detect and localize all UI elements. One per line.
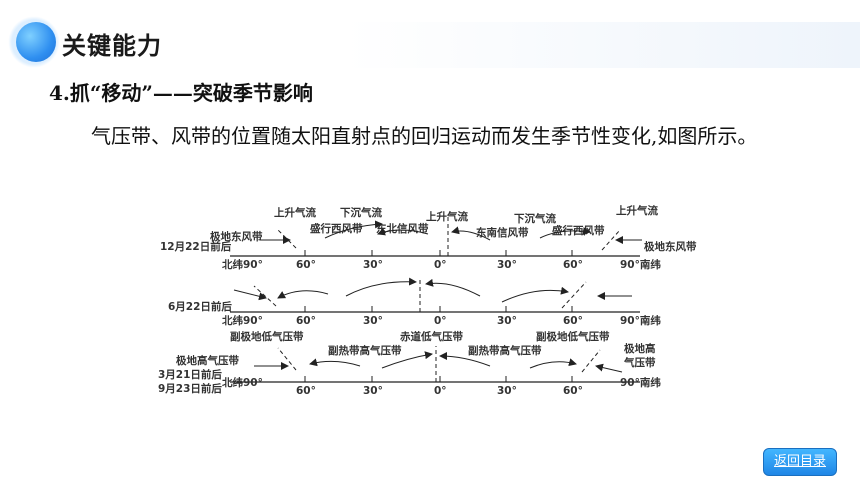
label-polar-high-left: 极地高气压带 (176, 354, 239, 367)
wind-arrow (425, 278, 481, 297)
date-label: 6月22日前后 (168, 300, 232, 313)
tick-label: 60° (296, 315, 316, 327)
label-rise-center: 上升气流 (426, 210, 468, 223)
front-dashed (277, 347, 297, 371)
date-label-2: 9月23日前后 (158, 382, 222, 395)
tick-label: 北纬90° (222, 314, 263, 327)
section-badge-icon (16, 22, 56, 62)
label-polar-east-right: 极地东风带 (644, 240, 697, 253)
label-polar-high-right-2: 气压带 (623, 356, 656, 369)
label-ne-trade: 东北信风带 (376, 222, 429, 235)
point-title: 4.抓“移动”——突破季节影响 (49, 81, 313, 105)
label-subtrop-high-right: 副热带高气压带 (468, 344, 542, 357)
tick-label: 30° (497, 315, 517, 327)
tick-label: 60° (563, 315, 583, 327)
tick-label: 60° (296, 385, 316, 397)
label-equatorial-low: 赤道低气压带 (400, 330, 463, 343)
tick-label: 60° (563, 259, 583, 271)
tick-label: 30° (497, 259, 517, 271)
wind-arrow (377, 227, 429, 236)
front-dashed (601, 229, 621, 251)
tick-label: 30° (363, 259, 383, 271)
row-equinox: 3月21日前后 9月23日前后 北纬90° 60° 30° 0° 30° 60°… (158, 330, 661, 397)
wind-arrow (439, 352, 491, 367)
tick-label: 30° (363, 315, 383, 327)
tick-label: 90°南纬 (620, 376, 661, 389)
date-label-1: 3月21日前后 (158, 368, 222, 381)
tick-label: 北纬90° (222, 258, 263, 271)
tick-label: 0° (434, 259, 447, 271)
wind-arrow (381, 351, 433, 369)
row-june: 6月22日前后 北纬90° 60° 30° 0° 30° 60° 90°南纬 (168, 277, 661, 327)
section-title: 关键能力 (62, 32, 162, 60)
wind-arrow (451, 226, 491, 241)
wind-arrow (345, 277, 417, 297)
label-sink-left: 下沉气流 (340, 206, 382, 219)
tick-label: 0° (434, 385, 447, 397)
row-december: 12月22日前后 北纬90° 60° 30° 0° 30° 60° 90°南纬 … (160, 204, 697, 271)
label-subtrop-high-left: 副热带高气压带 (328, 344, 402, 357)
tick-label: 90°南纬 (620, 258, 661, 271)
label-subpolar-low-left: 副极地低气压带 (230, 330, 304, 343)
label-polar-east-left: 极地东风带 (210, 230, 263, 243)
tick-label: 60° (296, 259, 316, 271)
label-subpolar-low-right: 副极地低气压带 (536, 330, 610, 343)
tick-label: 30° (497, 385, 517, 397)
back-to-contents-button[interactable]: 返回目录 (763, 448, 837, 476)
header-band (0, 22, 860, 68)
wind-arrow (277, 290, 329, 299)
front-dashed (561, 281, 587, 309)
tick-label: 60° (563, 385, 583, 397)
label-sink-right: 下沉气流 (514, 212, 556, 225)
front-dashed (581, 349, 601, 373)
tick-label: 90°南纬 (620, 314, 661, 327)
date-label: 12月22日前后 (160, 240, 232, 253)
label-rise-left: 上升气流 (274, 206, 316, 219)
back-label: 返回目录 (773, 454, 826, 469)
wind-arrow (233, 289, 267, 301)
pressure-wind-belt-diagram: 12月22日前后 北纬90° 60° 30° 0° 30° 60° 90°南纬 … (158, 204, 697, 397)
label-se-trade: 东南信风带 (476, 226, 529, 239)
body-paragraph: 气压带、风带的位置随太阳直射点的回归运动而发生季节性变化,如图所示。 (91, 124, 758, 148)
wind-arrow (324, 220, 383, 239)
wind-arrow (539, 227, 591, 239)
wind-arrow (529, 358, 577, 369)
tick-label: 30° (363, 385, 383, 397)
front-dashed (277, 229, 297, 249)
label-polar-high-right-1: 极地高 (624, 342, 656, 355)
wind-arrow (501, 286, 569, 303)
wind-arrow (595, 363, 623, 373)
tick-label: 0° (434, 315, 447, 327)
label-westerly-left: 盛行西风带 (310, 222, 363, 235)
wind-arrow (309, 358, 361, 367)
tick-label: 北纬90° (222, 376, 263, 389)
label-rise-right: 上升气流 (616, 204, 658, 217)
